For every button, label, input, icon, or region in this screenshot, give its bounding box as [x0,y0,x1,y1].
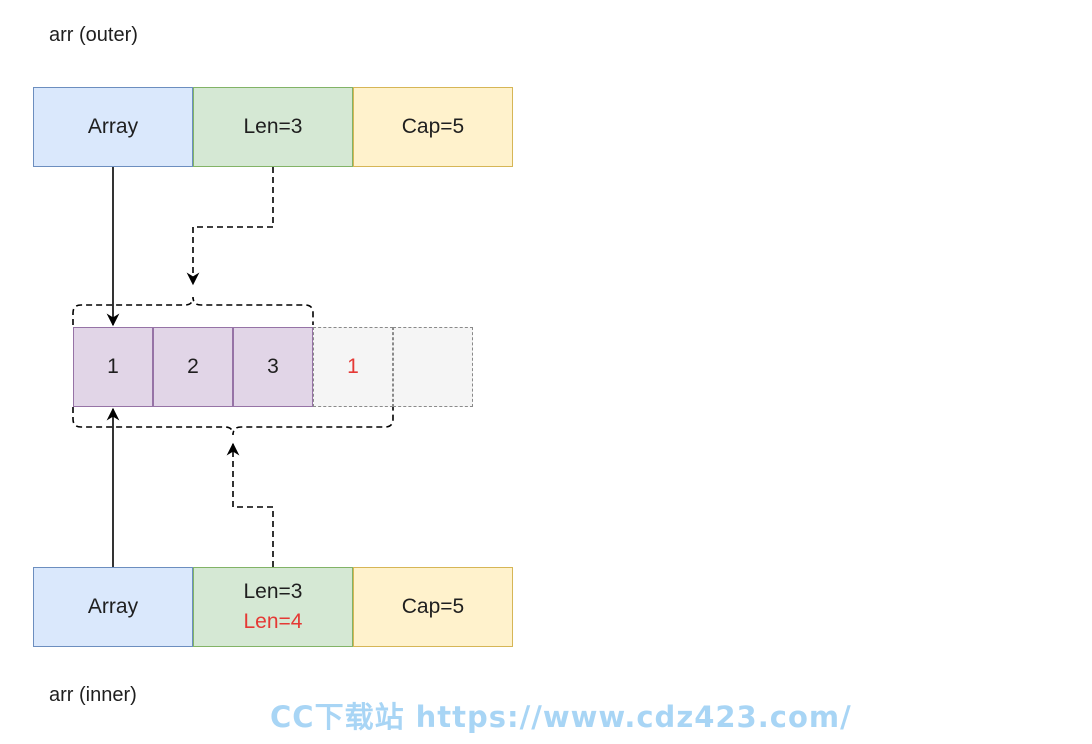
array-element-4-appended: 1 [313,327,393,407]
array-element-2: 2 [153,327,233,407]
outer-cap-field: Cap=5 [353,87,513,167]
array-element-3: 3 [233,327,313,407]
outer-slice-title: arr (outer) [49,24,138,46]
array-element-value: 1 [107,355,119,378]
inner-cap-field: Cap=5 [353,567,513,647]
outer-array-label: Array [87,115,139,138]
inner-len-old-label: Len=3 [243,580,303,603]
outer-len-field: Len=3 [193,87,353,167]
outer-len-pointer-arrow [186,167,274,286]
inner-len-field: Len=3 Len=4 [193,567,353,647]
site-watermark: CC下载站 https://www.cdz423.com/ [270,700,852,734]
array-element-1: 1 [73,327,153,407]
array-element-5-spare [393,327,473,407]
appended-element-value: 1 [347,355,359,378]
inner-len-new-label: Len=4 [243,610,303,633]
array-element-value: 3 [267,355,279,378]
outer-length-brace [72,296,314,325]
outer-array-field: Array [33,87,193,167]
outer-len-label: Len=3 [243,115,303,138]
inner-len-pointer-arrow [226,442,274,567]
outer-cap-label: Cap=5 [401,115,465,138]
inner-array-field: Array [33,567,193,647]
inner-cap-label: Cap=5 [401,595,465,618]
inner-length-brace [72,407,394,436]
array-element-value: 2 [187,355,199,378]
inner-array-label: Array [87,595,139,618]
inner-slice-title: arr (inner) [49,684,137,706]
